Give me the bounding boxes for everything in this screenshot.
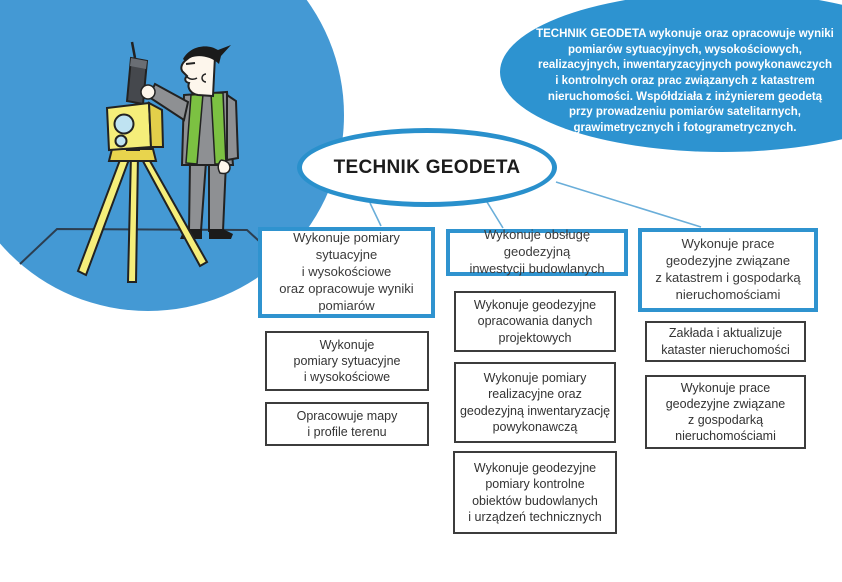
radio-speaker [130, 58, 147, 69]
hand-right [217, 159, 231, 175]
branch-box-kataster: Wykonuje prace geodezyjne związane z kat… [638, 228, 818, 312]
hand-left [140, 84, 156, 100]
task-box: Wykonuje pomiary sytuacyjne i wysokościo… [265, 331, 429, 391]
total-station [105, 101, 165, 152]
central-node: TECHNIK GEODETA [297, 128, 557, 207]
ground-line [19, 227, 260, 265]
tripod [76, 140, 209, 283]
task-box: Zakłada i aktualizuje kataster nieruchom… [645, 321, 806, 362]
smile [186, 76, 198, 81]
lens-small [114, 134, 128, 148]
eyebrow [185, 62, 196, 65]
task-box: Wykonuje prace geodezyjne związane z gos… [645, 375, 806, 449]
description-bubble-text: TECHNIK GEODETA wykonuje oraz opracowuje… [536, 28, 834, 134]
task-box: Wykonuje geodezyjne opracowania danych p… [454, 291, 616, 352]
left-blob-shape [0, 0, 344, 311]
hair [183, 45, 231, 64]
task-box: Wykonuje pomiary realizacyjne oraz geode… [454, 362, 616, 443]
page-title: TECHNIK GEODETA [333, 156, 521, 178]
connector-lines [369, 181, 702, 229]
shoe-right [209, 229, 233, 239]
ear [201, 73, 207, 83]
task-box: Wykonuje geodezyjne pomiary kontrolne ob… [453, 451, 617, 534]
branch-box-pomiary: Wykonuje pomiary sytuacyjne i wysokościo… [258, 227, 435, 318]
lens-large [113, 113, 135, 135]
radio-antenna [130, 41, 137, 59]
description-bubble-shape [500, 0, 842, 152]
branch-box-obsluga: Wykonuje obsługę geodezyjną inwestycji b… [446, 227, 628, 276]
task-box: Opracowuje mapy i profile terenu [265, 402, 429, 446]
